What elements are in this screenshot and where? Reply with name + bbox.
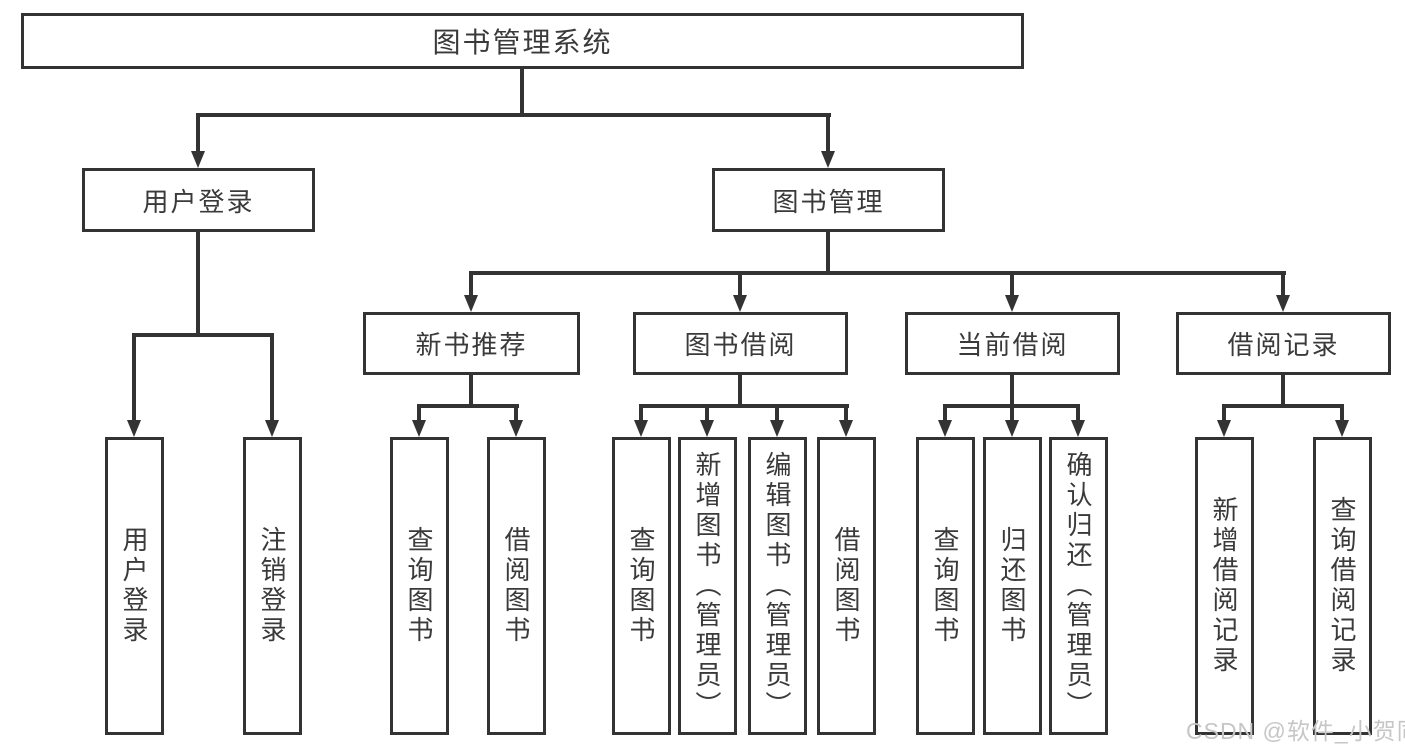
- connector-drop-query-books-c: [943, 404, 947, 420]
- arrowhead-return-books-icon: [1005, 420, 1019, 437]
- connector-borrowing-records-stem: [1281, 375, 1285, 406]
- leaf-user-login-label: 用户登录: [119, 526, 149, 646]
- node-current-borrowing-label: 当前借阅: [956, 330, 1069, 360]
- connector-level1-horizontal: [196, 113, 831, 117]
- connector-drop-query-books-b: [639, 404, 643, 420]
- leaf-add-borrow-record-label: 新增借阅记录: [1209, 496, 1239, 676]
- node-new-book-recommend-label: 新书推荐: [415, 330, 528, 360]
- leaf-borrow-books-b-label: 借阅图书: [831, 526, 861, 646]
- node-book-management-label: 图书管理: [772, 186, 885, 217]
- arrowhead-borrowing-records-icon: [1276, 295, 1290, 312]
- connector-new-book-recommend-stem: [469, 375, 473, 406]
- arrowhead-confirm-return-icon: [1071, 420, 1085, 437]
- connector-book-borrowing-horizontal: [639, 404, 849, 408]
- connector-drop-query-books-a: [417, 404, 421, 420]
- connector-drop-book-management: [826, 113, 830, 151]
- connector-book-borrowing-stem: [738, 375, 742, 406]
- leaf-borrow-books-a-label: 借阅图书: [501, 526, 531, 646]
- arrowhead-borrow-books-b-icon: [839, 420, 853, 437]
- arrowhead-query-books-a-icon: [412, 420, 426, 437]
- connector-root-stem: [520, 69, 524, 117]
- connector-user-login-horizontal: [132, 333, 274, 337]
- node-current-borrowing: 当前借阅: [905, 312, 1120, 375]
- connector-drop-confirm-return: [1076, 404, 1080, 420]
- leaf-borrow-books-a: 借阅图书: [487, 437, 546, 735]
- leaf-query-books-b: 查询图书: [612, 437, 671, 735]
- leaf-edit-books-admin-label: 编辑图书（管理员）: [762, 451, 792, 721]
- node-root-label: 图书管理系统: [432, 27, 613, 58]
- arrowhead-add-borrow-record-icon: [1217, 420, 1231, 437]
- connector-drop-new-book-recommend: [469, 271, 473, 295]
- arrowhead-leaf-logout-icon: [265, 420, 279, 437]
- arrowhead-user-login-icon: [191, 151, 205, 168]
- connector-drop-add-borrow-record: [1222, 404, 1226, 420]
- leaf-query-borrow-record: 查询借阅记录: [1313, 437, 1372, 735]
- connector-borrowing-records-horizontal: [1222, 404, 1344, 408]
- node-book-borrowing-label: 图书借阅: [684, 330, 797, 360]
- leaf-query-books-c-label: 查询图书: [930, 526, 960, 646]
- connector-level3-horizontal: [469, 271, 1286, 275]
- leaf-add-books-admin-label: 新增图书（管理员）: [692, 451, 722, 721]
- arrowhead-query-books-b-icon: [634, 420, 648, 437]
- arrowhead-borrow-books-a-icon: [509, 420, 523, 437]
- connector-drop-borrowing-records: [1281, 271, 1285, 295]
- leaf-query-books-a-label: 查询图书: [404, 526, 434, 646]
- leaf-return-books: 归还图书: [983, 437, 1042, 735]
- leaf-query-borrow-record-label: 查询借阅记录: [1327, 496, 1357, 676]
- connector-drop-current-borrowing: [1010, 271, 1014, 295]
- node-book-management: 图书管理: [712, 168, 945, 232]
- leaf-query-books-a: 查询图书: [390, 437, 449, 735]
- csdn-watermark: CSDN @软件_小贺同学: [1186, 718, 1405, 744]
- connector-book-management-stem: [826, 232, 830, 273]
- leaf-logout-label: 注销登录: [257, 526, 287, 646]
- connector-drop-add-books: [705, 404, 709, 420]
- connector-current-borrowing-stem: [1010, 375, 1014, 406]
- leaf-query-books-c: 查询图书: [916, 437, 975, 735]
- leaf-add-books-admin: 新增图书（管理员）: [678, 437, 737, 735]
- node-new-book-recommend: 新书推荐: [363, 312, 580, 375]
- arrowhead-leaf-user-login-icon: [127, 420, 141, 437]
- connector-drop-leaf-logout: [270, 333, 274, 420]
- connector-new-book-recommend-horizontal: [417, 404, 519, 408]
- connector-drop-borrow-books-a: [514, 404, 518, 420]
- arrowhead-edit-books-icon: [770, 420, 784, 437]
- node-borrowing-records-label: 借阅记录: [1227, 330, 1340, 360]
- arrowhead-query-borrow-record-icon: [1335, 420, 1349, 437]
- leaf-edit-books-admin: 编辑图书（管理员）: [748, 437, 807, 735]
- arrowhead-book-borrowing-icon: [733, 295, 747, 312]
- connector-drop-borrow-books-b: [844, 404, 848, 420]
- connector-drop-leaf-user-login: [132, 333, 136, 420]
- leaf-user-login: 用户登录: [105, 437, 164, 735]
- leaf-confirm-return-admin-label: 确认归还（管理员）: [1063, 451, 1093, 721]
- leaf-return-books-label: 归还图书: [997, 526, 1027, 646]
- connector-drop-query-borrow-record: [1340, 404, 1344, 420]
- leaf-logout: 注销登录: [243, 437, 302, 735]
- arrowhead-current-borrowing-icon: [1005, 295, 1019, 312]
- leaf-query-books-b-label: 查询图书: [626, 526, 656, 646]
- connector-user-login-stem: [196, 232, 200, 335]
- node-book-borrowing: 图书借阅: [633, 312, 848, 375]
- connector-drop-user-login: [196, 113, 200, 151]
- node-user-login: 用户登录: [82, 168, 315, 232]
- node-root: 图书管理系统: [21, 13, 1024, 69]
- arrowhead-query-books-c-icon: [938, 420, 952, 437]
- node-borrowing-records: 借阅记录: [1176, 312, 1391, 375]
- connector-drop-book-borrowing: [738, 271, 742, 295]
- arrowhead-add-books-icon: [700, 420, 714, 437]
- leaf-confirm-return-admin: 确认归还（管理员）: [1049, 437, 1108, 735]
- leaf-borrow-books-b: 借阅图书: [817, 437, 876, 735]
- leaf-add-borrow-record: 新增借阅记录: [1195, 437, 1254, 735]
- connector-drop-return-books: [1010, 404, 1014, 420]
- connector-drop-edit-books: [775, 404, 779, 420]
- arrowhead-book-management-icon: [821, 151, 835, 168]
- arrowhead-new-book-recommend-icon: [464, 295, 478, 312]
- node-user-login-label: 用户登录: [142, 186, 255, 217]
